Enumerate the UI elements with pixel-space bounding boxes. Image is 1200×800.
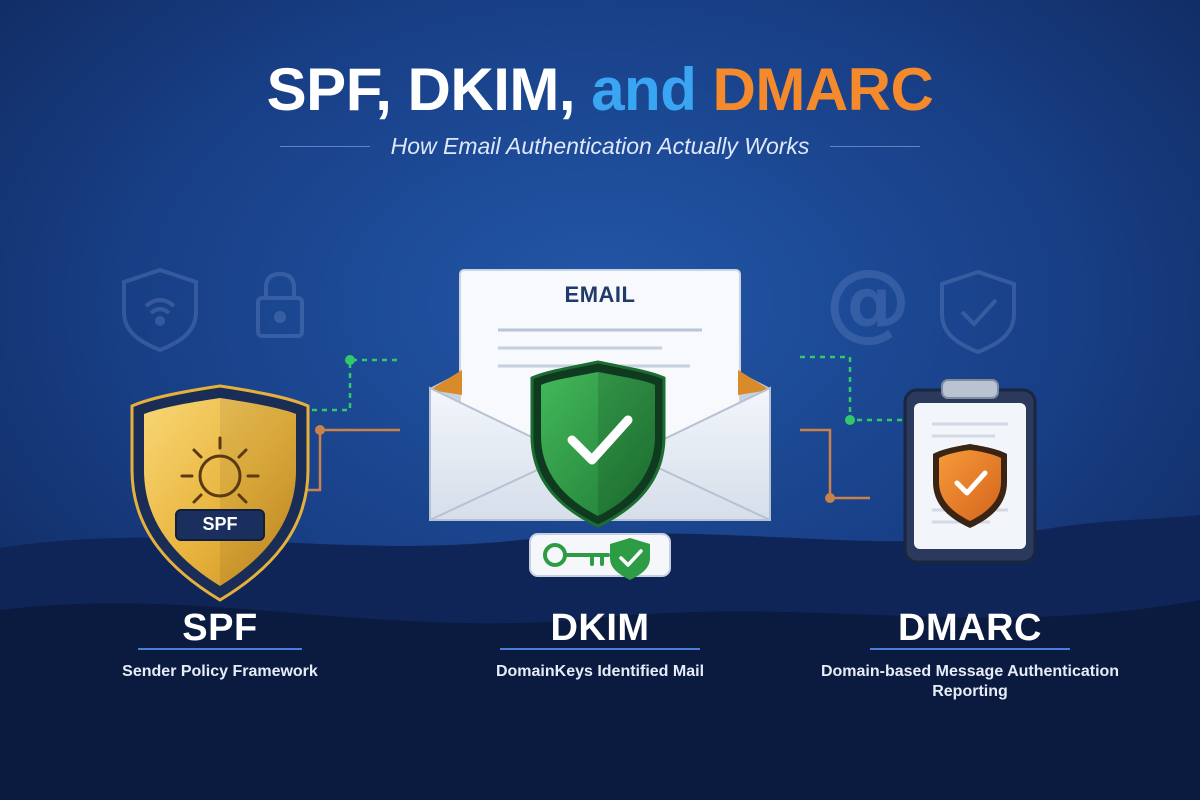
- dkim-shield: [530, 360, 666, 528]
- title-part-spf-dkim: SPF, DKIM,: [266, 56, 576, 123]
- dmarc-label: DMARC Domain-based Message Authenticatio…: [800, 606, 1140, 702]
- dmarc-label-rule: [870, 648, 1070, 650]
- dmarc-heading: DMARC: [898, 607, 1042, 649]
- key-badge: [529, 533, 671, 580]
- wifi-shield-icon: [122, 267, 198, 353]
- dmarc-description-line2: Reporting: [932, 683, 1008, 700]
- page-title: SPF, DKIM, and DMARC: [0, 54, 1200, 126]
- spf-label-rule: [138, 648, 302, 650]
- spf-shield: [130, 384, 310, 602]
- spf-heading: SPF: [182, 607, 258, 649]
- dkim-label: DKIM DomainKeys Identified Mail: [450, 606, 750, 682]
- sun-icon: [180, 436, 260, 504]
- envelope-label: EMAIL: [564, 282, 636, 307]
- subtitle: How Email Authentication Actually Works: [390, 133, 810, 159]
- subtitle-rule-right: [830, 146, 920, 147]
- at-sign-icon: @: [825, 251, 911, 351]
- key-icon: [543, 543, 610, 567]
- dkim-heading: DKIM: [550, 607, 650, 649]
- dmarc-connector: [800, 355, 905, 503]
- dkim-label-rule: [500, 648, 700, 650]
- padlock-icon: [256, 271, 304, 338]
- subtitle-rule-left: [280, 146, 370, 147]
- subtitle-block: How Email Authentication Actually Works: [280, 130, 920, 162]
- dkim-description: DomainKeys Identified Mail: [495, 663, 705, 680]
- svg-text:@: @: [825, 251, 911, 351]
- check-shield-icon: [940, 269, 1016, 355]
- title-part-dmarc: DMARC: [712, 56, 934, 123]
- dmarc-description: Domain-based Message Authentication Repo…: [800, 662, 1140, 702]
- dmarc-description-line1: Domain-based Message Authentication: [820, 663, 1120, 680]
- title-part-and: and: [591, 56, 697, 123]
- dmarc-clipboard: [903, 379, 1037, 564]
- spf-label: SPF Sender Policy Framework: [80, 606, 360, 682]
- spf-description: Sender Policy Framework: [122, 663, 318, 680]
- spf-badge-label: SPF: [202, 514, 238, 534]
